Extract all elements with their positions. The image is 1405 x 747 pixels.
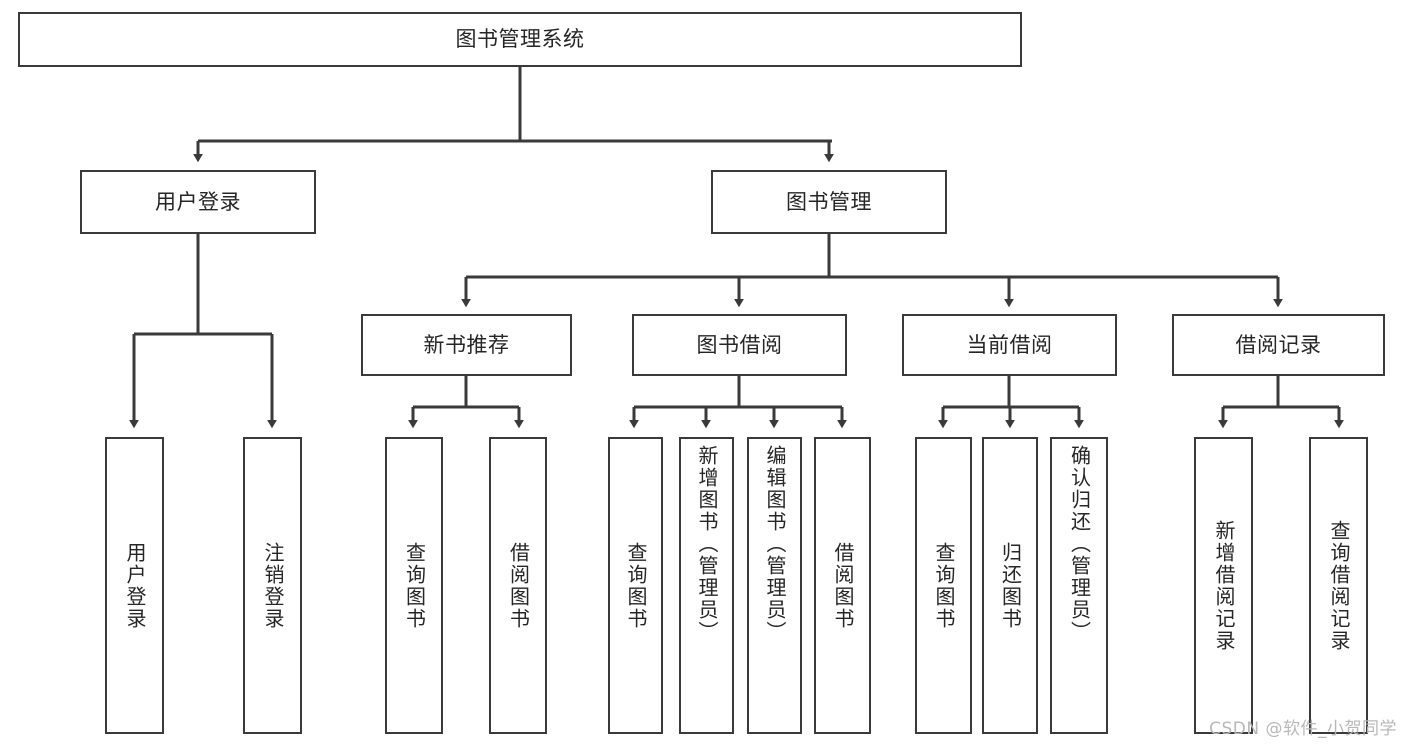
node-label: 用户登录	[155, 189, 241, 214]
node-leaf-query-book-3[interactable]: 查询图书	[915, 437, 972, 734]
node-new-book-recommend[interactable]: 新书推荐	[361, 314, 572, 376]
node-leaf-user-login[interactable]: 用户登录	[105, 437, 164, 734]
node-label: 图书管理	[786, 189, 872, 214]
node-leaf-return-book[interactable]: 归还图书	[982, 437, 1038, 734]
node-label: 新书推荐	[423, 332, 510, 357]
node-book-manage[interactable]: 图书管理	[711, 170, 947, 234]
node-label: 当前借阅	[966, 332, 1053, 357]
node-leaf-edit-book[interactable]: 编辑图书（管理员）	[747, 437, 802, 734]
node-label: 新增图书（管理员）	[695, 445, 719, 643]
node-leaf-query-record[interactable]: 查询借阅记录	[1309, 437, 1368, 734]
node-root-system[interactable]: 图书管理系统	[18, 12, 1022, 67]
node-leaf-add-book[interactable]: 新增图书（管理员）	[679, 437, 734, 734]
node-leaf-query-book-2[interactable]: 查询图书	[608, 437, 663, 734]
node-label: 编辑图书（管理员）	[763, 445, 787, 643]
node-leaf-logout-login[interactable]: 注销登录	[243, 437, 302, 734]
node-label: 查询图书	[932, 541, 956, 630]
node-label: 查询借阅记录	[1327, 519, 1351, 652]
node-label: 查询图书	[624, 541, 648, 630]
node-leaf-query-book-1[interactable]: 查询图书	[385, 437, 443, 734]
node-book-borrow[interactable]: 图书借阅	[632, 314, 847, 376]
node-leaf-borrow-book-2[interactable]: 借阅图书	[814, 437, 871, 734]
node-borrow-record[interactable]: 借阅记录	[1172, 314, 1385, 376]
node-current-borrow[interactable]: 当前借阅	[902, 314, 1117, 376]
node-leaf-confirm-return[interactable]: 确认归还（管理员）	[1050, 437, 1108, 734]
node-user-login[interactable]: 用户登录	[80, 170, 316, 234]
node-label: 确认归还（管理员）	[1067, 445, 1092, 643]
node-label: 查询图书	[402, 541, 427, 630]
node-label: 注销登录	[261, 541, 285, 630]
node-label: 图书借阅	[696, 332, 783, 357]
watermark-text: CSDN @软件_小贺同学	[1209, 719, 1397, 739]
node-label: 借阅图书	[831, 541, 855, 630]
node-leaf-add-record[interactable]: 新增借阅记录	[1194, 437, 1253, 734]
node-label: 新增借阅记录	[1212, 519, 1236, 652]
node-label: 用户登录	[123, 541, 147, 630]
node-leaf-borrow-book-1[interactable]: 借阅图书	[489, 437, 547, 734]
node-label: 归还图书	[998, 541, 1023, 630]
node-label: 借阅图书	[506, 541, 531, 630]
node-label: 借阅记录	[1235, 332, 1322, 357]
node-label: 图书管理系统	[455, 27, 585, 52]
